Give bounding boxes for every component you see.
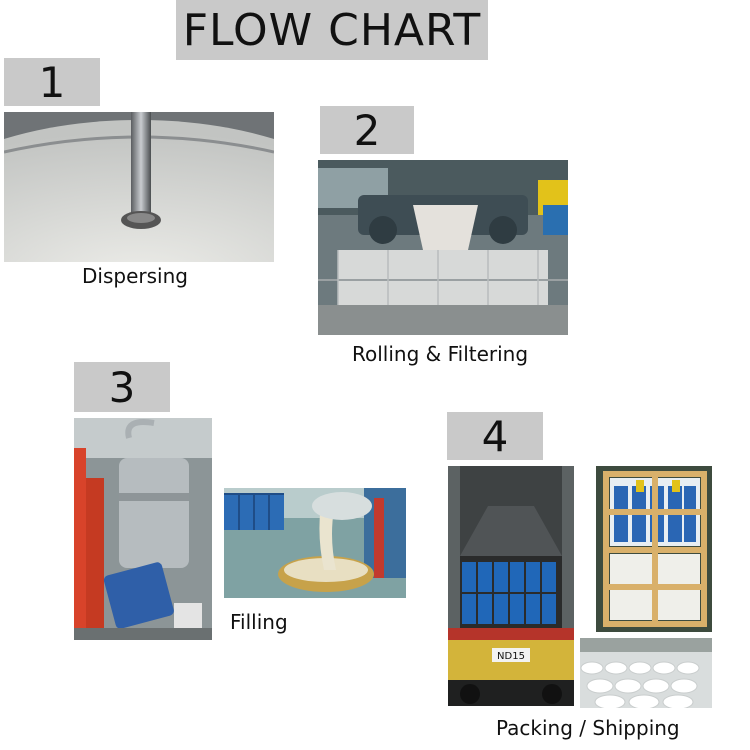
rolling-filtering-photo xyxy=(318,160,568,335)
step-1-number: 1 xyxy=(4,58,100,107)
wooden-crate-photo xyxy=(596,466,712,632)
container-plate-text: ND15 xyxy=(497,651,525,662)
page-title: FLOW CHART xyxy=(176,0,488,60)
step-3-number: 3 xyxy=(74,362,170,412)
step-3-label: Filling xyxy=(230,610,288,634)
step-4-label: Packing / Shipping xyxy=(496,716,680,740)
step-4-number: 4 xyxy=(447,412,543,461)
step-2-label: Rolling & Filtering xyxy=(352,342,529,366)
white-pails-photo xyxy=(580,638,712,708)
container-loading-photo: ND15 xyxy=(448,466,574,706)
filling-pail-photo xyxy=(224,488,406,598)
step-1-label: Dispersing xyxy=(82,264,188,288)
filling-machine-photo xyxy=(74,418,212,640)
dispersing-photo xyxy=(4,112,274,262)
step-2-number: 2 xyxy=(320,106,414,155)
